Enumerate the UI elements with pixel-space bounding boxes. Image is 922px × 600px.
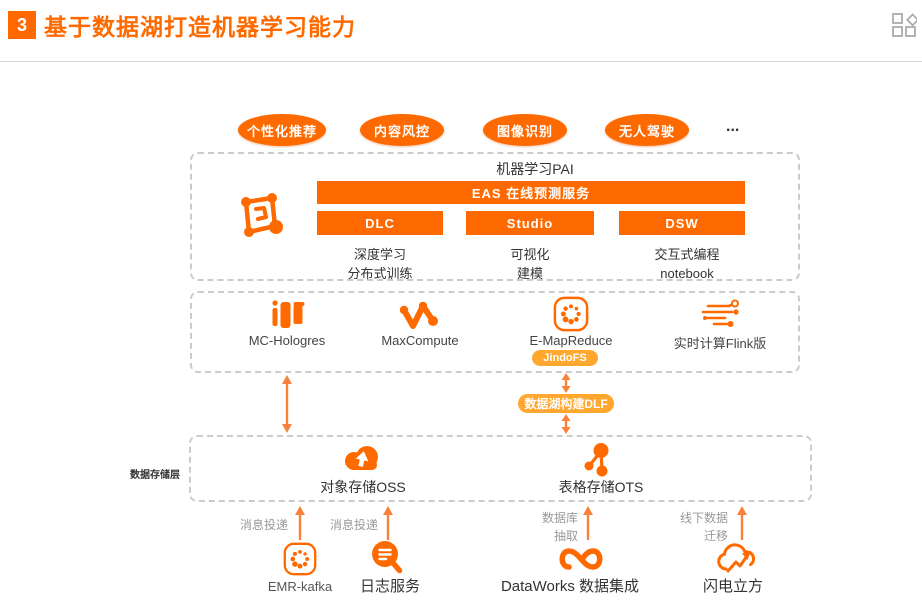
flink-icon: [701, 299, 739, 327]
storage-layer-box: [189, 435, 812, 502]
dashboard-grid-icon: [892, 13, 917, 37]
ots-nodes-icon: [584, 443, 609, 477]
pai-box-title: 机器学习PAI: [496, 161, 574, 177]
jindofs-badge: JindoFS: [532, 350, 598, 366]
storage-layer-label: 数据存储层: [130, 470, 180, 481]
more-scenarios-ellipsis: ...: [726, 118, 740, 135]
flow-label: 数据库: [541, 511, 578, 525]
desc-line: 分布式训练: [347, 266, 413, 281]
dlf-badge: 数据湖构建DLF: [518, 394, 614, 413]
dsw-bar: DSW: [619, 211, 745, 235]
emapreduce-label: E-MapReduce: [529, 333, 613, 348]
up-arrow: [383, 506, 393, 540]
oss-label: 对象存储OSS: [320, 479, 406, 495]
ots-label: 表格存储OTS: [558, 479, 644, 495]
flow-label: 抽取: [553, 529, 578, 543]
up-arrow: [295, 506, 305, 540]
bidirectional-arrow: [561, 373, 571, 393]
desc-line: 可视化: [510, 247, 550, 262]
slide-number-badge: 3: [8, 11, 36, 39]
hologres-label: MC-Hologres: [248, 333, 326, 348]
dlc-description: 深度学习 分布式训练: [320, 245, 440, 283]
flow-label: 线下数据: [679, 511, 728, 525]
bidirectional-arrow: [561, 414, 571, 434]
dataworks-icon: [559, 548, 603, 570]
flow-label: 消息投递: [329, 518, 378, 532]
bidirectional-arrow: [282, 375, 292, 433]
desc-line: 交互式编程: [654, 247, 720, 262]
page-title: 基于数据湖打造机器学习能力: [44, 14, 356, 40]
scenario-ribbon: 图像识别: [483, 114, 567, 146]
oss-cloud-icon: [345, 446, 378, 470]
desc-line: notebook: [660, 266, 714, 281]
studio-description: 可视化 建模: [470, 245, 590, 283]
scenario-ribbon: 内容风控: [360, 114, 444, 146]
lightning-cube-label: 闪电立方: [702, 578, 763, 595]
eas-service-bar: EAS 在线预测服务: [317, 181, 745, 204]
scenario-ribbon: 无人驾驶: [605, 114, 689, 146]
hologres-icon: [272, 300, 305, 328]
flow-label: 消息投递: [239, 518, 288, 532]
studio-bar: Studio: [466, 211, 594, 235]
compute-layer-box: [190, 291, 800, 373]
maxcompute-label: MaxCompute: [381, 333, 459, 348]
desc-line: 深度学习: [353, 247, 406, 262]
maxcompute-icon: [399, 301, 438, 329]
scenario-ribbon: 个性化推荐: [238, 114, 326, 146]
flink-label: 实时计算Flink版: [673, 336, 767, 351]
kafka-label: EMR-kafka: [267, 579, 333, 594]
dataworks-label: DataWorks 数据集成: [500, 578, 640, 595]
dsw-description: 交互式编程 notebook: [625, 245, 749, 283]
pai-icon: [241, 193, 283, 237]
up-arrow: [583, 506, 593, 540]
up-arrow: [737, 506, 747, 540]
log-service-label: 日志服务: [359, 578, 420, 595]
dlc-bar: DLC: [317, 211, 443, 235]
flow-label: 迁移: [703, 529, 728, 543]
emapreduce-icon: [553, 296, 589, 332]
header-divider: [0, 61, 922, 62]
kafka-icon: [283, 542, 317, 576]
log-service-icon: [372, 541, 403, 574]
lightning-cube-icon: [717, 543, 756, 573]
desc-line: 建模: [516, 266, 543, 281]
